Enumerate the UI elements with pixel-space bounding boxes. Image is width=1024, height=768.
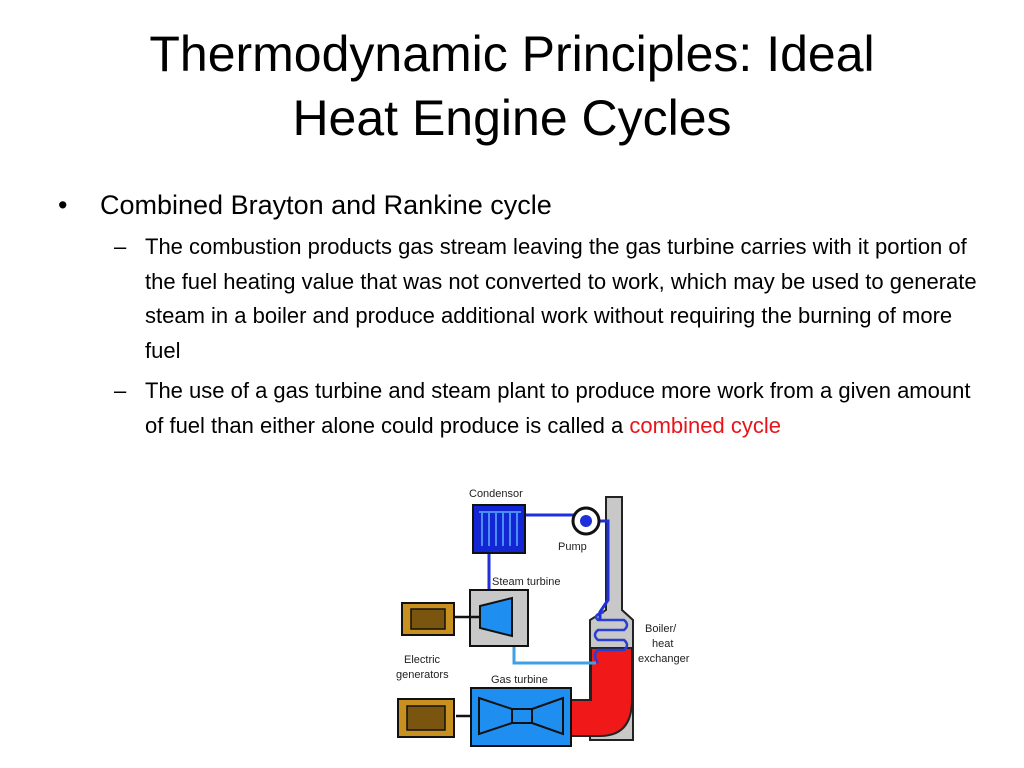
content-body: • Combined Brayton and Rankine cycle – T… xyxy=(58,186,988,443)
generators-label-1: Electric xyxy=(404,654,441,666)
boiler-label-2: heat xyxy=(652,638,673,650)
boiler-coil xyxy=(593,610,629,664)
condensor-label: Condensor xyxy=(469,488,523,500)
bullet-item: • Combined Brayton and Rankine cycle xyxy=(58,186,988,224)
combined-cycle-highlight: combined cycle xyxy=(629,412,781,438)
sub-bullet-1-text: The combustion products gas stream leavi… xyxy=(145,234,977,363)
sub-bullet-2: – The use of a gas turbine and steam pla… xyxy=(58,374,988,443)
steam-turbine-icon xyxy=(479,596,513,638)
combined-cycle-diagram: Condensor Pump Steam turbine Boiler/ hea… xyxy=(396,488,690,747)
sub-bullet-2-text: The use of a gas turbine and steam plant… xyxy=(145,378,971,438)
gas-turbine-label: Gas turbine xyxy=(491,674,548,686)
title-line-2: Heat Engine Cycles xyxy=(292,90,732,146)
condensor-coil xyxy=(481,512,518,546)
slide-title: Thermodynamic Principles: Ideal Heat Eng… xyxy=(40,22,984,150)
pump-label: Pump xyxy=(558,541,587,553)
hot-exhaust-duct xyxy=(559,647,633,737)
title-line-1: Thermodynamic Principles: Ideal xyxy=(149,26,875,82)
dash-icon: – xyxy=(114,378,127,403)
generators-label-2: generators xyxy=(396,669,449,681)
bullet-dot-icon: • xyxy=(58,190,68,220)
sub-bullet-1: – The combustion products gas stream lea… xyxy=(58,230,988,368)
dash-icon: – xyxy=(114,234,127,259)
boiler-label-1: Boiler/ xyxy=(645,623,677,635)
bullet-text: Combined Brayton and Rankine cycle xyxy=(100,190,552,220)
steam-turbine-label: Steam turbine xyxy=(492,576,560,588)
boiler-label-3: exchanger xyxy=(638,653,690,665)
water-line-pump-boiler xyxy=(598,519,610,620)
